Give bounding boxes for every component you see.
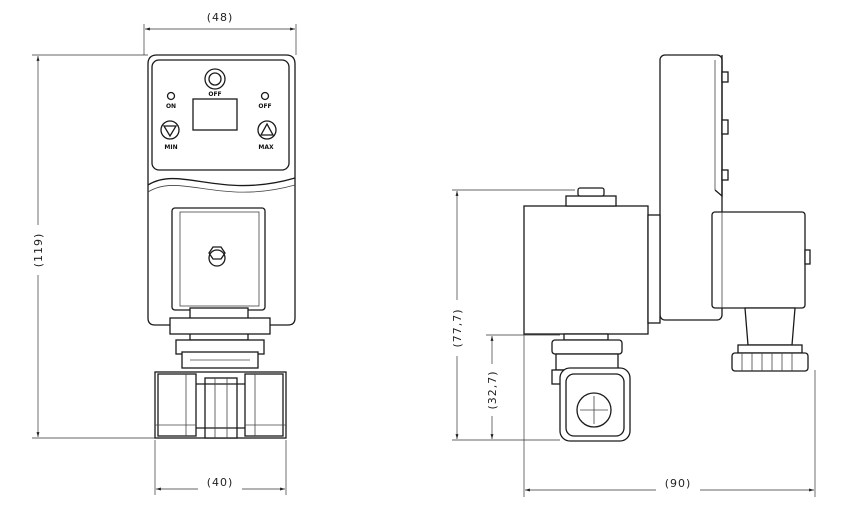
dim-48-label: (48) [207, 11, 234, 24]
side-valve-body [559, 367, 631, 442]
dim-90-label: (90) [665, 477, 692, 490]
max-button-icon [257, 120, 277, 140]
label-off-right: OFF [258, 103, 271, 110]
side-coil-block [523, 205, 649, 335]
power-button-icon [204, 68, 226, 90]
front-height-dimension: (119) [24, 54, 160, 439]
side-connector [711, 211, 806, 309]
valve-body [154, 371, 287, 439]
min-button-icon [160, 120, 180, 140]
dim-119-label: (119) [32, 233, 45, 268]
off-led-icon [260, 91, 270, 101]
dim-40-label: (40) [207, 476, 234, 489]
label-max: MAX [258, 144, 274, 151]
front-view: (48) (119) (40) OFF [24, 8, 297, 495]
port-crosshair-icon [576, 392, 612, 428]
side-height-outer-dimension: (77,7) [443, 189, 575, 441]
dim-77-7-label: (77,7) [451, 308, 464, 347]
dim-32-7-label: (32,7) [486, 370, 499, 409]
label-off-center: OFF [208, 91, 221, 98]
side-height-inner-dimension: (32,7) [478, 334, 560, 439]
lcd-display [192, 98, 238, 131]
front-width-top-dimension: (48) [143, 8, 297, 55]
side-view: (77,7) (32,7) (90) [443, 54, 816, 497]
label-on: ON [166, 103, 176, 110]
front-width-bottom-dimension: (40) [154, 440, 287, 495]
label-min: MIN [164, 144, 177, 151]
coil-nut-icon [208, 249, 226, 267]
on-led-icon [166, 91, 176, 101]
side-width-dimension: (90) [523, 335, 816, 497]
